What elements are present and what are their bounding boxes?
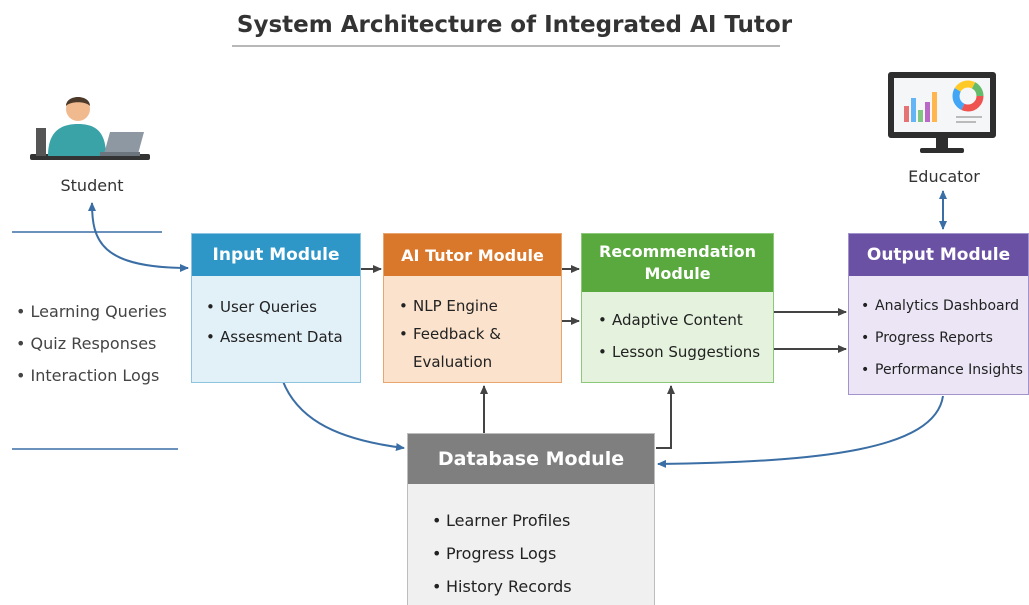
input-module-title: Input Module: [192, 234, 360, 276]
ai-tutor-module: AI Tutor Module NLP Engine Feedback & Ev…: [383, 233, 562, 383]
recommendation-module-title: Recommendation Module: [582, 234, 773, 292]
recommendation-module-item: Lesson Suggestions: [598, 336, 773, 368]
output-database-arrow: [657, 395, 944, 468]
recommendation-module: Recommendation Module Adaptive Content L…: [581, 233, 774, 383]
laptop-icon: [100, 132, 144, 156]
output-module: Output Module Analytics Dashboard Progre…: [848, 233, 1029, 395]
database-module-item: Progress Logs: [432, 537, 654, 570]
database-recommendation-arrow: [656, 385, 675, 449]
student-illustration: [30, 97, 150, 160]
educator-illustration: [888, 72, 996, 153]
title-underline: [232, 45, 780, 47]
output-module-item: Progress Reports: [861, 322, 1028, 354]
output-module-item: Analytics Dashboard: [861, 290, 1028, 322]
input-source-item: • Learning Queries: [16, 302, 167, 321]
input-source-item: • Interaction Logs: [16, 366, 160, 385]
educator-label: Educator: [908, 167, 980, 186]
ai-tutor-module-item: NLP Engine: [399, 292, 551, 320]
output-module-item: Performance Insights: [861, 354, 1028, 386]
student-label: Student: [60, 176, 124, 195]
input-module-item: Assesment Data: [206, 322, 360, 352]
ai-tutor-module-title: AI Tutor Module: [384, 234, 561, 276]
donut-chart-icon: [952, 80, 984, 123]
database-module-title: Database Module: [408, 434, 654, 484]
input-sources-list: • Learning Queries • Quiz Responses • In…: [16, 296, 167, 392]
student-icon: [30, 97, 150, 160]
output-module-title: Output Module: [849, 234, 1028, 276]
recommendation-module-item: Adaptive Content: [598, 304, 773, 336]
database-module-item: History Records: [432, 570, 654, 603]
bar-chart-icon: [904, 92, 937, 122]
input-source-item: • Quiz Responses: [16, 334, 157, 353]
input-module-item: User Queries: [206, 292, 360, 322]
database-module: Database Module Learner Profiles Progres…: [407, 433, 655, 605]
student-input-arrow: [88, 202, 189, 272]
ai-tutor-module-item: Feedback & Evaluation: [399, 320, 523, 376]
database-module-item: Learner Profiles: [432, 504, 654, 537]
input-module: Input Module User Queries Assesment Data: [191, 233, 361, 383]
diagram-title: System Architecture of Integrated AI Tut…: [236, 12, 793, 38]
